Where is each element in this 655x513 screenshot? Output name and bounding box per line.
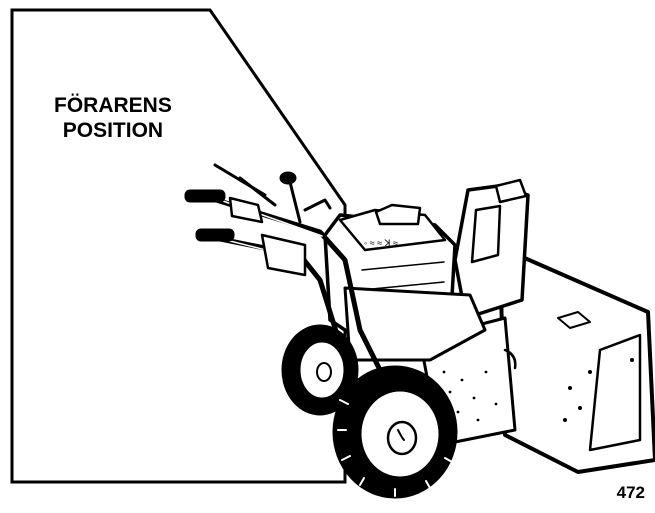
operator-position-label-line1: FÖRARENS — [54, 95, 172, 116]
operator-position-label: FÖRARENS POSITION — [54, 95, 172, 145]
wheel-right — [333, 366, 457, 498]
engine-marking: ◦ ≈ ≈ ꓘ ≈ — [364, 238, 398, 248]
figure-number: 472 — [617, 484, 645, 501]
lever-knob — [280, 172, 296, 184]
operator-position-label-line2: POSITION — [54, 120, 172, 141]
engine-cap — [376, 205, 420, 224]
chute-window — [472, 206, 500, 262]
